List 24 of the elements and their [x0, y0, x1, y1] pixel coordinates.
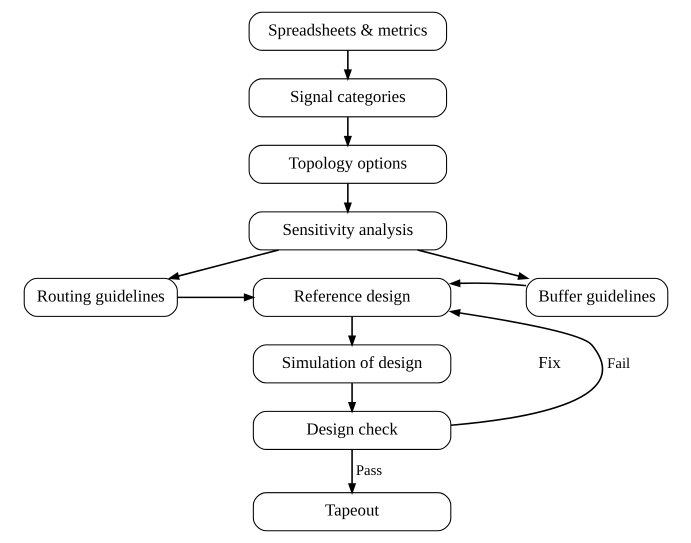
arrow — [448, 279, 526, 288]
label: Fix — [538, 352, 560, 372]
arrow — [343, 50, 352, 82]
node-box: Spreadsheets & metrics — [248, 12, 447, 51]
edge-label: Fail — [606, 356, 630, 372]
node-box: Signal categories — [248, 78, 447, 118]
arrow — [448, 308, 602, 426]
arrow — [343, 184, 352, 214]
node-box: Tapeout — [252, 492, 451, 532]
arrow — [348, 316, 356, 348]
node-box: Topology options — [248, 144, 447, 184]
arrow — [348, 449, 356, 495]
node-box: Sensitivity analysis — [248, 211, 447, 250]
arrow — [343, 117, 352, 148]
node-box: Buffer guidelines — [525, 278, 668, 317]
arrow — [167, 249, 278, 280]
arrow — [176, 293, 255, 302]
arrow — [416, 249, 530, 280]
edge-label: Pass — [355, 462, 382, 479]
node-box: Reference design — [252, 278, 451, 317]
node-box: Routing guidelines — [23, 278, 178, 317]
node-box: Design check — [252, 410, 451, 450]
arrow — [348, 383, 356, 414]
node-box: Simulation of design — [252, 344, 451, 384]
